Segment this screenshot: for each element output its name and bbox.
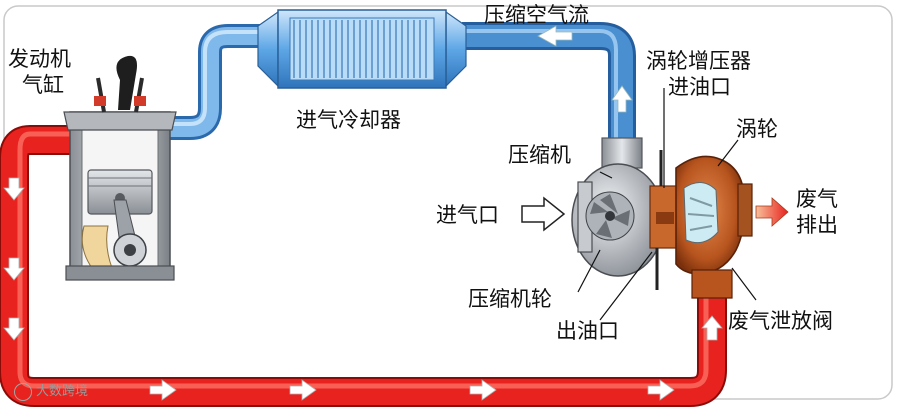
leader-oil-outlet [599,251,653,321]
engine-cylinder-label-2: 气缸 [22,73,64,97]
leader-turbine [717,139,739,167]
flow-arrow-down [3,177,25,201]
leader-wastegate [731,267,757,301]
flow-arrow-down [3,317,25,341]
leader-lines [577,88,757,321]
turbine-label: 涡轮 [736,117,778,141]
turbocharger [571,137,753,299]
compressor-wheel [585,191,635,241]
flow-arrow-right [149,379,177,401]
watermark-logo-icon [14,382,32,401]
turbo-oil-inlet-label: 涡轮增压器 [646,49,751,73]
watermark: 大数跨境 [14,380,88,401]
exhaust-label: 废气 [796,187,838,211]
cold-air-pipe [160,22,636,140]
flow-arrow-right [469,379,497,401]
compressor-label: 压缩机 [508,143,571,167]
engine-cylinder-label: 发动机 [8,47,71,71]
wastegate-label: 废气泄放阀 [728,309,833,333]
air-inlet-label: 进气口 [436,203,499,227]
watermark-text: 大数跨境 [36,384,89,399]
air-inlet-arrow [521,196,566,232]
flow-arrow-down [3,257,25,281]
engine-cylinder [63,55,177,281]
compressor-wheel-label: 压缩机轮 [468,287,552,311]
flow-arrow-left [537,25,573,47]
exhaust-flow-arrows [3,177,723,401]
oil-outlet-label: 出油口 [556,319,619,343]
exhaust-out-arrow [755,197,789,227]
exhaust-label-2: 排出 [796,213,838,237]
intercooler-label: 进气冷却器 [296,108,401,132]
intercooler [257,9,467,89]
leader-compressor-wheel [577,249,601,293]
leader-compressor [599,171,613,179]
wastegate-body [691,269,733,299]
flow-arrow-right [289,379,317,401]
flow-arrow-up [611,85,633,113]
compressed-air-arrows [537,25,633,113]
turbo-oil-inlet-label-2: 进油口 [668,75,731,99]
flow-arrow-right [647,379,675,401]
compressed-air-flow-label: 压缩空气流 [484,3,589,27]
turbine-wheel [683,182,719,244]
flow-arrow-up [701,315,723,341]
